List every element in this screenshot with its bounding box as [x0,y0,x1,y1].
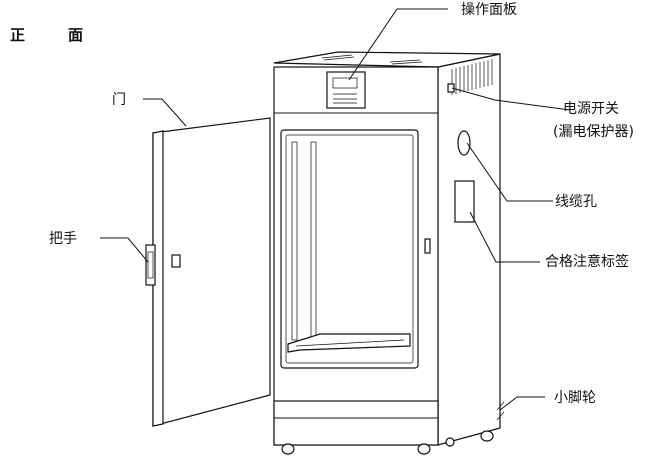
door-edge [152,130,164,427]
control-panel [326,71,366,109]
leader-lines [100,8,571,411]
door-handle [145,244,156,286]
cabinet-side [437,53,501,446]
cable-hole [457,130,471,156]
latch-strip [424,238,431,254]
label-control-panel: 操作面板 [461,2,517,18]
cabinet-top [273,51,501,68]
label-door: 门 [112,92,126,108]
label-power-switch-sub: (漏电保护器) [553,124,634,140]
page-title: 正 面 [10,26,98,44]
label-tag-text: 合格注意标签 [545,254,629,270]
top-vent [321,54,423,65]
chamber-shelf [287,333,411,353]
door-lock [171,254,181,268]
label-tag [454,180,475,223]
chamber-inner [285,134,414,364]
chamber-frame [280,129,419,369]
label-cable-hole: 线缆孔 [555,194,597,210]
label-handle: 把手 [49,231,77,247]
label-power-switch: 电源开关 [563,101,619,117]
open-door [152,117,271,427]
cabinet-base [273,400,439,446]
caster-bracket [496,401,505,421]
power-switch-box [447,83,455,93]
label-caster: 小脚轮 [554,390,596,406]
side-vent [451,59,493,95]
caster-wheels [281,430,494,455]
